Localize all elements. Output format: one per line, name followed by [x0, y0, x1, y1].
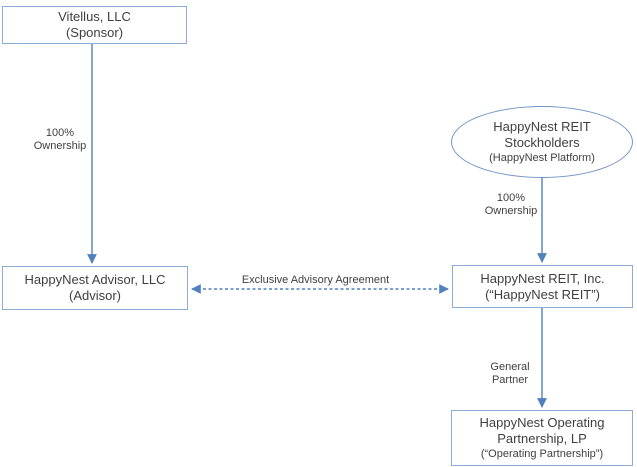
- node-reit-alias: (“HappyNest REIT”): [485, 286, 600, 302]
- node-reit-name: HappyNest REIT, Inc.: [480, 270, 605, 286]
- node-stockholders-name-1: HappyNest REIT: [493, 119, 591, 134]
- node-stockholders-name-2: Stockholders: [504, 135, 580, 150]
- node-op-name-2: Partnership, LP: [497, 431, 587, 446]
- label-advisory-agreement: Exclusive Advisory Agreement: [241, 274, 390, 286]
- label-sponsor-ownership-line2: Ownership: [33, 140, 87, 152]
- node-advisor-name: HappyNest Advisor, LLC: [24, 272, 166, 287]
- label-stockholders-ownership: 100% Ownership: [461, 192, 561, 218]
- node-sponsor-role: (Sponsor): [65, 25, 124, 40]
- label-stockholders-ownership-line1: 100%: [496, 192, 526, 204]
- label-general-partner-line2: Partner: [491, 374, 529, 386]
- node-stockholders-subtitle: (HappyNest Platform): [489, 152, 595, 164]
- node-advisor: HappyNest Advisor, LLC (Advisor): [2, 266, 188, 310]
- node-operating-partnership: HappyNest Operating Partnership, LP (“Op…: [451, 410, 633, 466]
- node-advisor-role: (Advisor): [68, 288, 121, 303]
- node-sponsor-name: Vitellus, LLC: [58, 9, 131, 24]
- label-sponsor-ownership-line1: 100%: [45, 127, 75, 139]
- label-sponsor-ownership: 100% Ownership: [10, 127, 110, 153]
- node-reit: HappyNest REIT, Inc. (“HappyNest REIT”): [452, 265, 633, 308]
- node-stockholders: HappyNest REIT Stockholders (HappyNest P…: [451, 106, 633, 178]
- label-stockholders-ownership-line2: Ownership: [484, 205, 538, 217]
- node-op-alias: (“Operating Partnership”): [480, 448, 604, 460]
- node-sponsor: Vitellus, LLC (Sponsor): [2, 6, 187, 44]
- label-general-partner-line1: General: [490, 361, 530, 373]
- node-op-name-1: HappyNest Operating: [479, 415, 605, 430]
- label-general-partner: General Partner: [460, 361, 560, 387]
